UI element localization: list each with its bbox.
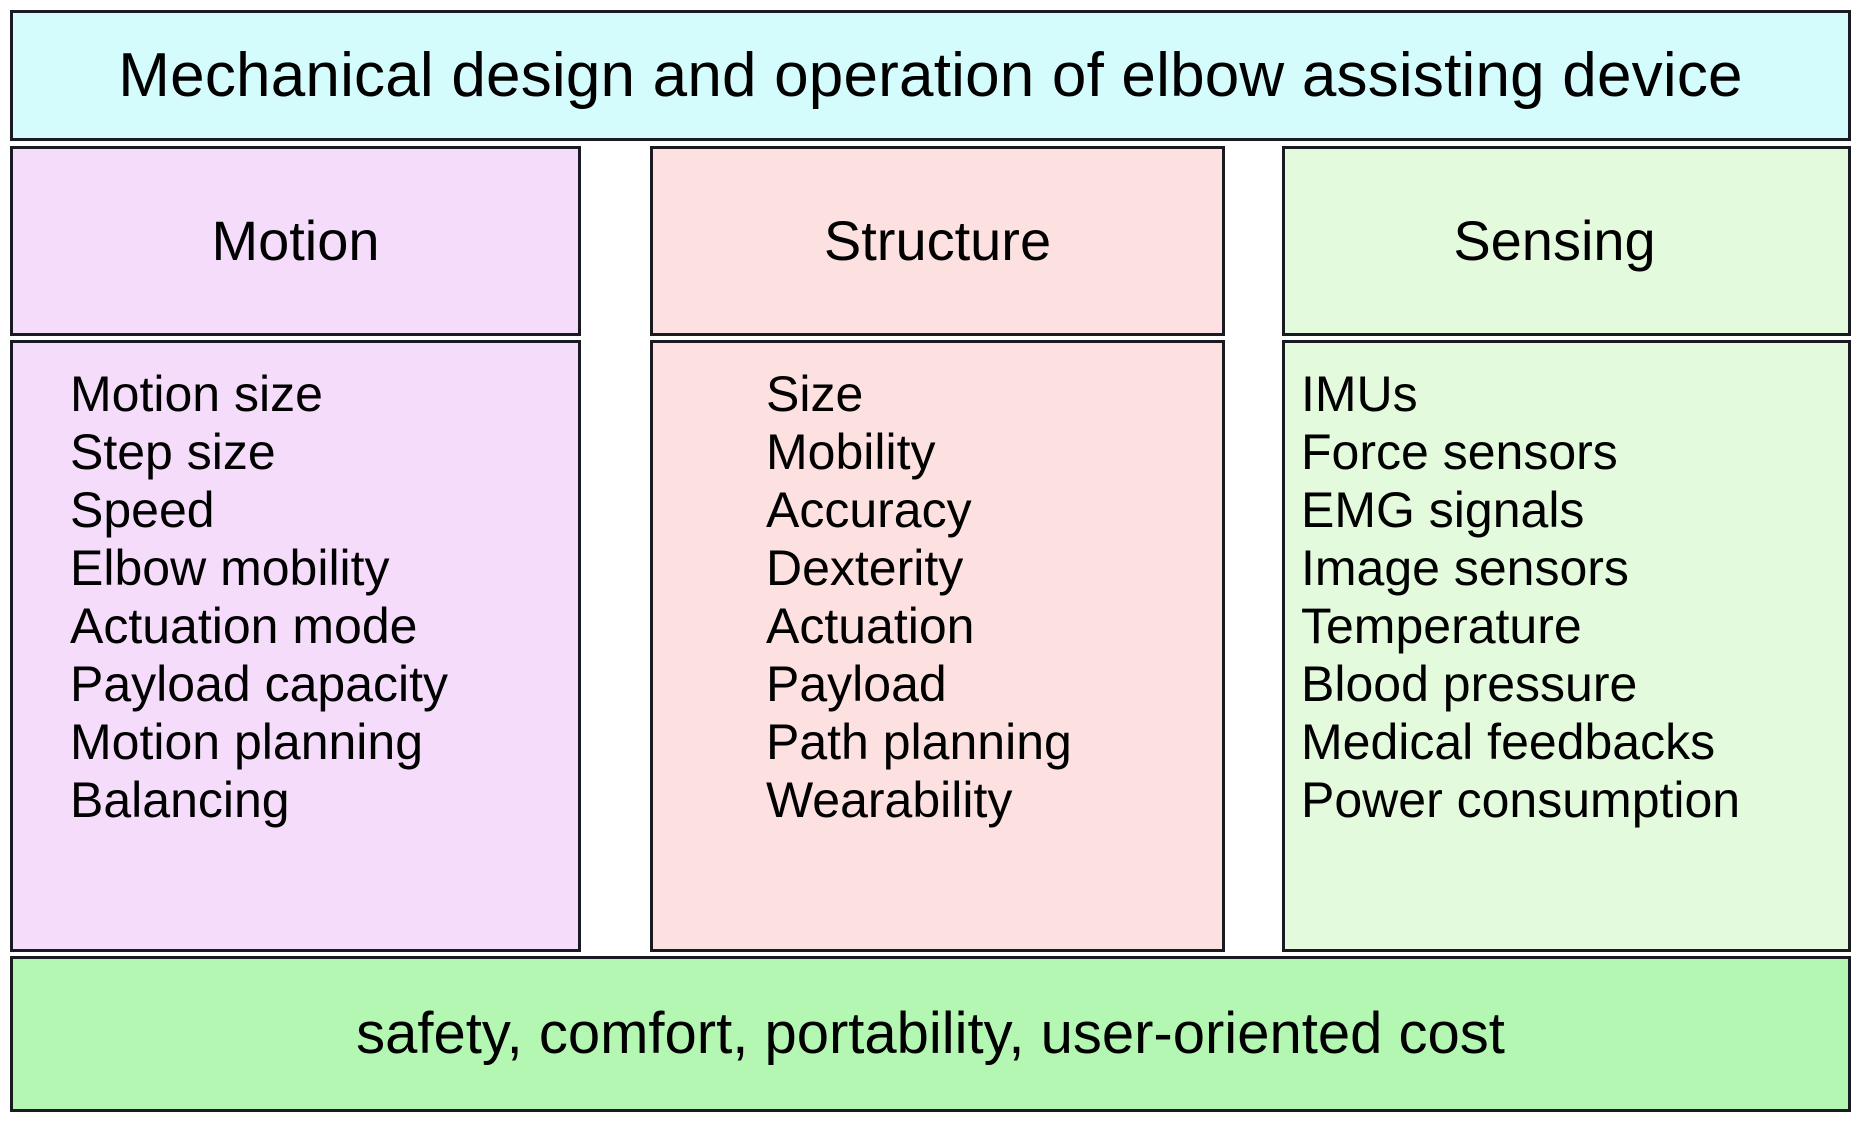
list-item: Speed: [70, 482, 215, 538]
list-item: Force sensors: [1301, 424, 1618, 480]
list-item: Motion planning: [70, 714, 424, 770]
list-item: EMG signals: [1301, 482, 1585, 538]
list-item: Payload capacity: [70, 656, 449, 712]
list-item: Path planning: [766, 714, 1072, 770]
list-item: IMUs: [1301, 366, 1418, 422]
list-item: Temperature: [1301, 598, 1582, 654]
list-item: Step size: [70, 424, 276, 480]
motion-item-list: Motion size Step size Speed Elbow mobili…: [13, 365, 578, 829]
list-item: Power consumption: [1301, 772, 1741, 828]
diagram-footer-banner: safety, comfort, portability, user-orien…: [10, 956, 1851, 1112]
column-list-structure: Size Mobility Accuracy Dexterity Actuati…: [650, 340, 1225, 952]
list-item: Dexterity: [766, 540, 964, 596]
list-item: Image sensors: [1301, 540, 1629, 596]
list-item: Actuation mode: [70, 598, 418, 654]
column-header-structure-label: Structure: [823, 209, 1052, 272]
list-item: Elbow mobility: [70, 540, 390, 596]
list-item: Mobility: [766, 424, 936, 480]
diagram-title-banner: Mechanical design and operation of elbow…: [10, 10, 1851, 141]
list-item: Accuracy: [766, 482, 972, 538]
column-list-sensing: IMUs Force sensors EMG signals Image sen…: [1282, 340, 1851, 952]
diagram-title: Mechanical design and operation of elbow…: [118, 40, 1743, 110]
list-item: Medical feedbacks: [1301, 714, 1716, 770]
list-item: Blood pressure: [1301, 656, 1638, 712]
structure-item-list: Size Mobility Accuracy Dexterity Actuati…: [653, 365, 1222, 829]
column-header-sensing: Sensing: [1282, 146, 1851, 336]
list-item: Motion size: [70, 366, 323, 422]
sensing-item-list: IMUs Force sensors EMG signals Image sen…: [1285, 365, 1848, 829]
column-header-sensing-label: Sensing: [1453, 209, 1656, 272]
list-item: Balancing: [70, 772, 290, 828]
list-item: Payload: [766, 656, 947, 712]
column-header-motion: Motion: [10, 146, 581, 336]
list-item: Wearability: [766, 772, 1013, 828]
list-item: Size: [766, 366, 864, 422]
diagram-footer-text: safety, comfort, portability, user-orien…: [356, 1001, 1505, 1066]
column-list-motion: Motion size Step size Speed Elbow mobili…: [10, 340, 581, 952]
column-header-structure: Structure: [650, 146, 1225, 336]
column-header-motion-label: Motion: [211, 209, 380, 272]
list-item: Actuation: [766, 598, 975, 654]
